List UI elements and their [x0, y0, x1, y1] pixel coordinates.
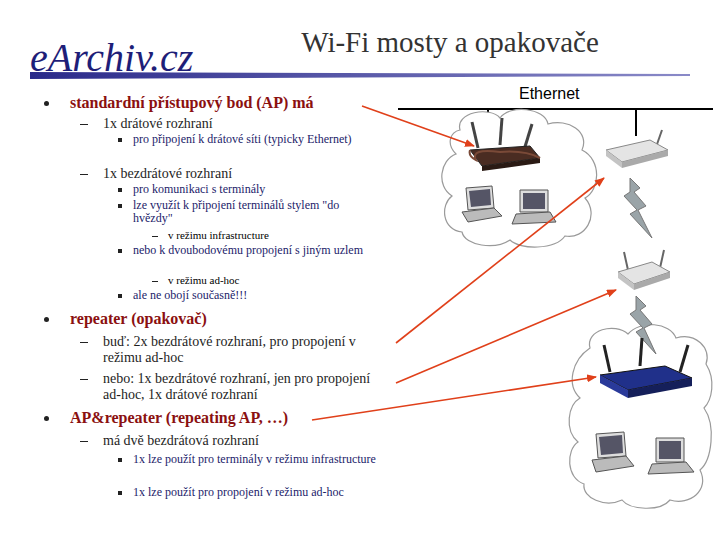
access-point-part: [472, 122, 478, 148]
access-point-part: [500, 118, 502, 145]
bullet-heading: AP&repeater (repeating AP, …): [70, 409, 390, 427]
access-point: [470, 118, 540, 171]
repeating-ap-part: [604, 345, 610, 372]
network-label: Ethernet: [519, 85, 609, 103]
bullet-square: [118, 458, 122, 462]
bullet-dash: [80, 174, 88, 175]
repeater: [618, 250, 670, 290]
laptop-part: [466, 186, 494, 210]
laptop-part: [656, 438, 684, 462]
bullet-square: [118, 249, 122, 253]
slide-title: Wi-Fi mosty a opakovače: [260, 26, 640, 58]
laptop: [462, 186, 502, 222]
wireless-link: [630, 296, 656, 354]
sub-item: pro připojení k drátové síti (typicky Et…: [133, 133, 368, 146]
bullet-heading: standardní přístupový bod (AP) má: [70, 94, 390, 112]
bullet-square: [118, 188, 122, 192]
repeating-ap: [600, 338, 692, 398]
bullet-square: [118, 491, 122, 495]
bullet-heading: repeater (opakovač): [70, 310, 390, 328]
coverage-cloud: [569, 325, 712, 509]
sub-item: nebo k dvoubodovému propojení s jiným uz…: [133, 244, 373, 257]
pointer-arrow-part: [396, 178, 604, 343]
bullet-item: 1x bezdrátové rozhraní: [103, 166, 383, 182]
bullet-dot: [44, 416, 49, 421]
sub-item: pro komunikaci s terminály: [133, 183, 373, 196]
laptop: [512, 190, 556, 224]
repeater-part: [660, 250, 664, 268]
access-point: [606, 130, 668, 168]
sub-item: lze využít k připojení terminálů stylem …: [133, 199, 373, 226]
bullet-item: buď: 2x bezdrátové rozhraní, pro propoje…: [103, 334, 391, 365]
laptop-part: [659, 441, 681, 459]
detail-item: v režimu ad-hoc: [168, 274, 368, 286]
logo-text: eArchiv.cz: [30, 36, 270, 81]
bullet-dash: [152, 281, 158, 282]
laptop-part: [596, 432, 626, 458]
coverage-cloud: [442, 109, 597, 247]
bullet-square: [118, 204, 122, 208]
access-point-part: [482, 158, 540, 171]
sub-item: 1x lze použít pro propojení v režimu ad-…: [133, 486, 383, 499]
bullet-square: [118, 294, 122, 298]
ethernet-bus-part: [635, 109, 637, 136]
repeater-part: [634, 272, 670, 290]
pointer-arrow-part: [396, 290, 616, 383]
access-point-part: [606, 150, 622, 168]
sub-item: ale ne obojí současně!!!: [133, 289, 373, 302]
laptop-part: [462, 208, 502, 222]
laptop: [648, 438, 694, 474]
laptop-part: [523, 193, 545, 209]
bullet-dash: [80, 379, 88, 380]
laptop-part: [520, 190, 548, 212]
bullet-item: 1x drátové rozhraní: [103, 116, 383, 132]
ethernet-bus-part: [398, 108, 713, 110]
bullet-item: má dvě bezdrátová rozhraní: [103, 433, 391, 449]
access-point-part: [622, 150, 668, 168]
laptop-part: [599, 435, 623, 455]
detail-item: v režimu infrastructure: [168, 229, 368, 241]
bullet-dash: [152, 236, 158, 237]
bullet-dash: [80, 124, 88, 125]
laptop-part: [469, 189, 491, 207]
repeating-ap-part: [628, 378, 692, 398]
laptop-part: [648, 462, 694, 474]
repeating-ap-part: [600, 375, 628, 398]
access-point-part: [470, 150, 540, 160]
bullet-dot: [44, 317, 49, 322]
laptop-part: [592, 456, 634, 472]
bullet-dash: [80, 441, 88, 442]
bullet-item: nebo: 1x bezdrátové rozhraní, jen pro pr…: [103, 371, 391, 402]
repeater-part: [624, 252, 628, 270]
repeating-ap-part: [640, 338, 642, 366]
pointer-arrow-part: [362, 106, 474, 146]
bullet-square: [118, 138, 122, 142]
repeater-part: [618, 272, 634, 290]
bullet-dot: [44, 101, 49, 106]
bullet-dash: [80, 342, 88, 343]
laptop: [592, 432, 634, 472]
sub-item: 1x lze použít pro terminály v režimu inf…: [133, 453, 383, 466]
repeating-ap-part: [680, 345, 688, 372]
wireless-link: [624, 178, 652, 238]
